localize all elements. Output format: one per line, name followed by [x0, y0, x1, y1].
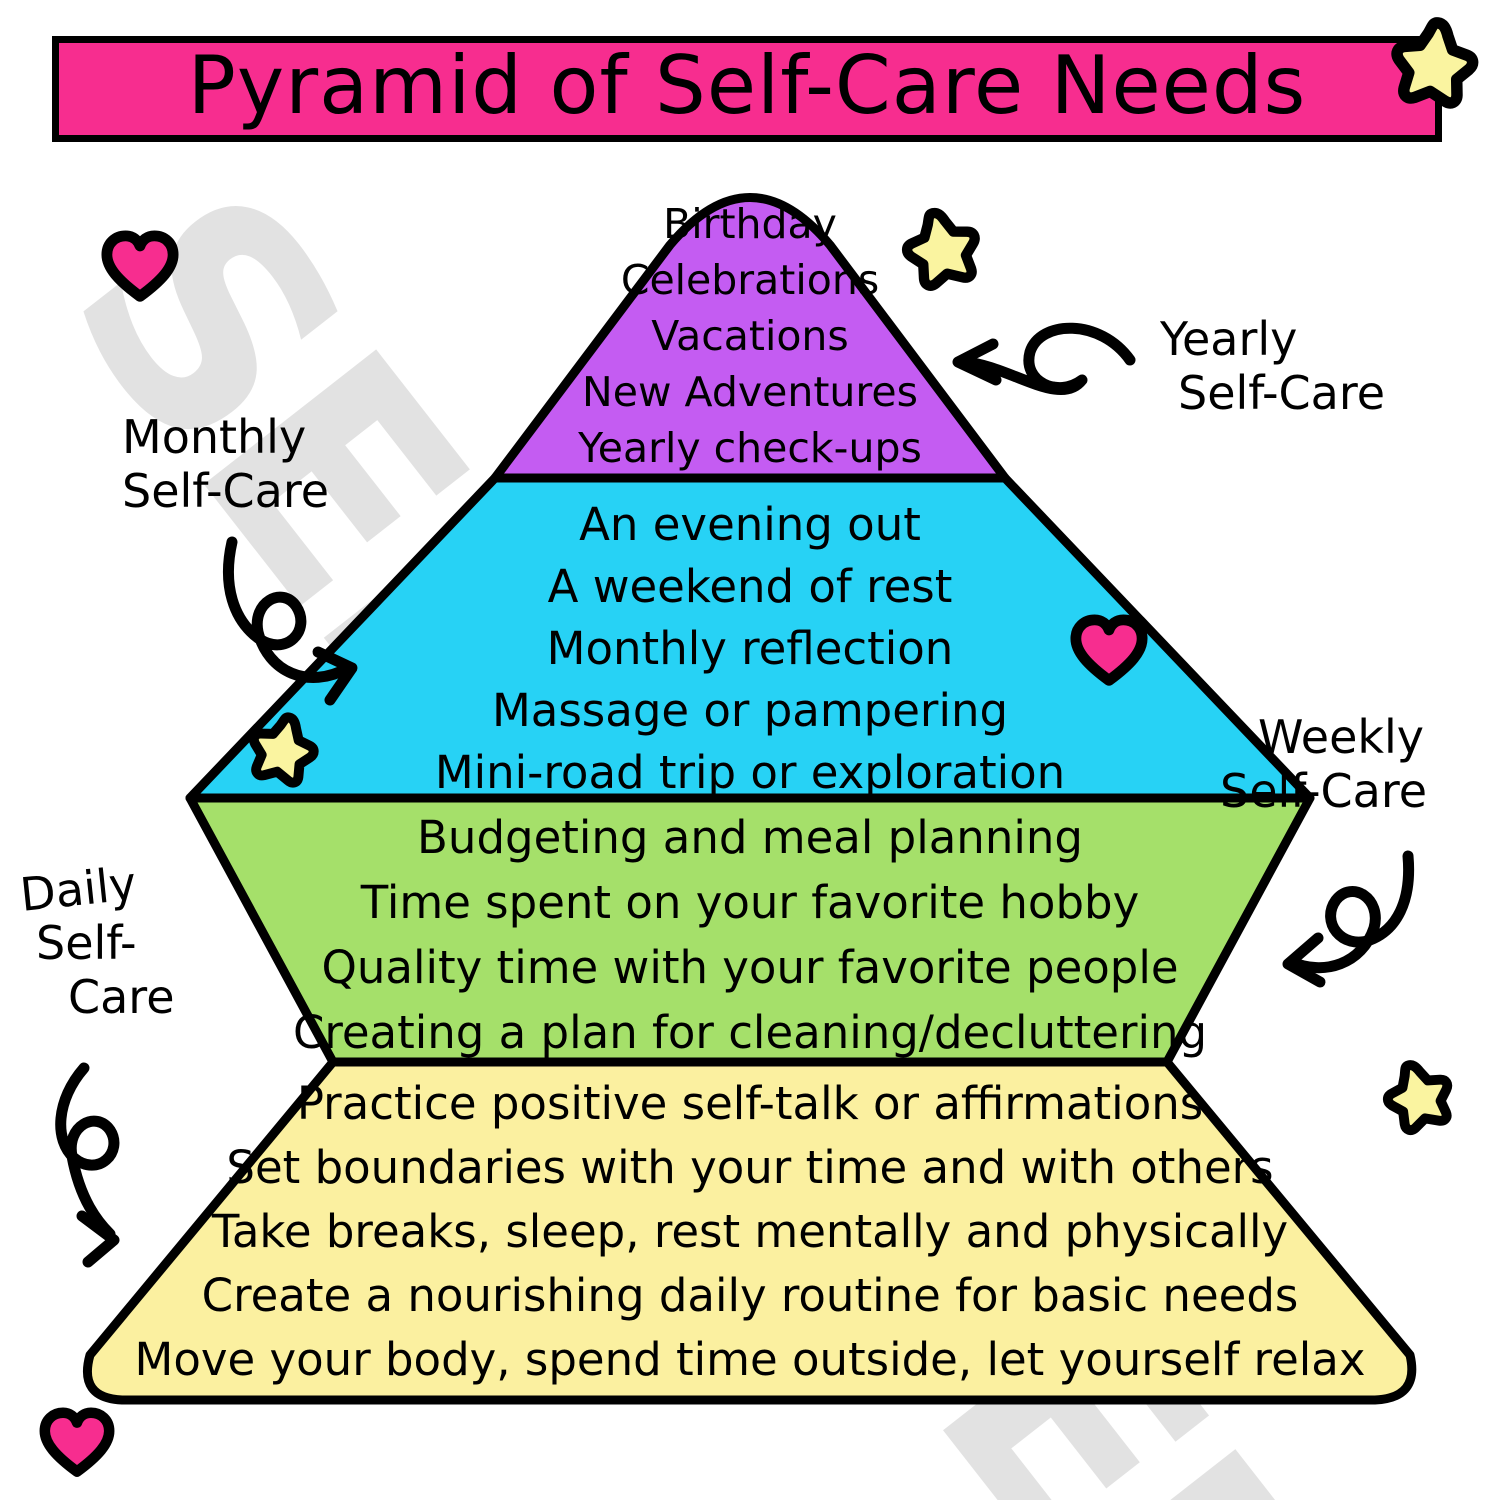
- tier-shape-yearly: [490, 193, 1010, 483]
- annotation-label-weekly: Weekly Self-Care: [1220, 710, 1427, 818]
- annotation-label-daily: Daily Self- Care: [17, 856, 175, 1024]
- annotation-line: Monthly: [122, 410, 307, 464]
- page-title: Pyramid of Self-Care Needs: [187, 39, 1307, 132]
- annotation-line: Weekly: [1258, 710, 1425, 764]
- annotation-line: Self-: [36, 916, 137, 970]
- annotation-line: Yearly: [1160, 312, 1298, 366]
- tier-shape-weekly: [185, 793, 1315, 1067]
- annotation-label-yearly: Yearly Self-Care: [1160, 312, 1385, 420]
- annotation-label-monthly: Monthly Self-Care: [122, 410, 329, 518]
- annotation-line: Daily: [17, 856, 139, 922]
- annotation-line: Self-Care: [122, 464, 330, 518]
- tier-shape-daily: [82, 1057, 1417, 1405]
- annotation-line: Care: [68, 970, 175, 1024]
- annotation-line: Self-Care: [1220, 764, 1428, 818]
- tier-shape-monthly: [185, 473, 1315, 803]
- title-banner: Pyramid of Self-Care Needs: [52, 36, 1442, 142]
- annotation-line: Self-Care: [1178, 366, 1386, 420]
